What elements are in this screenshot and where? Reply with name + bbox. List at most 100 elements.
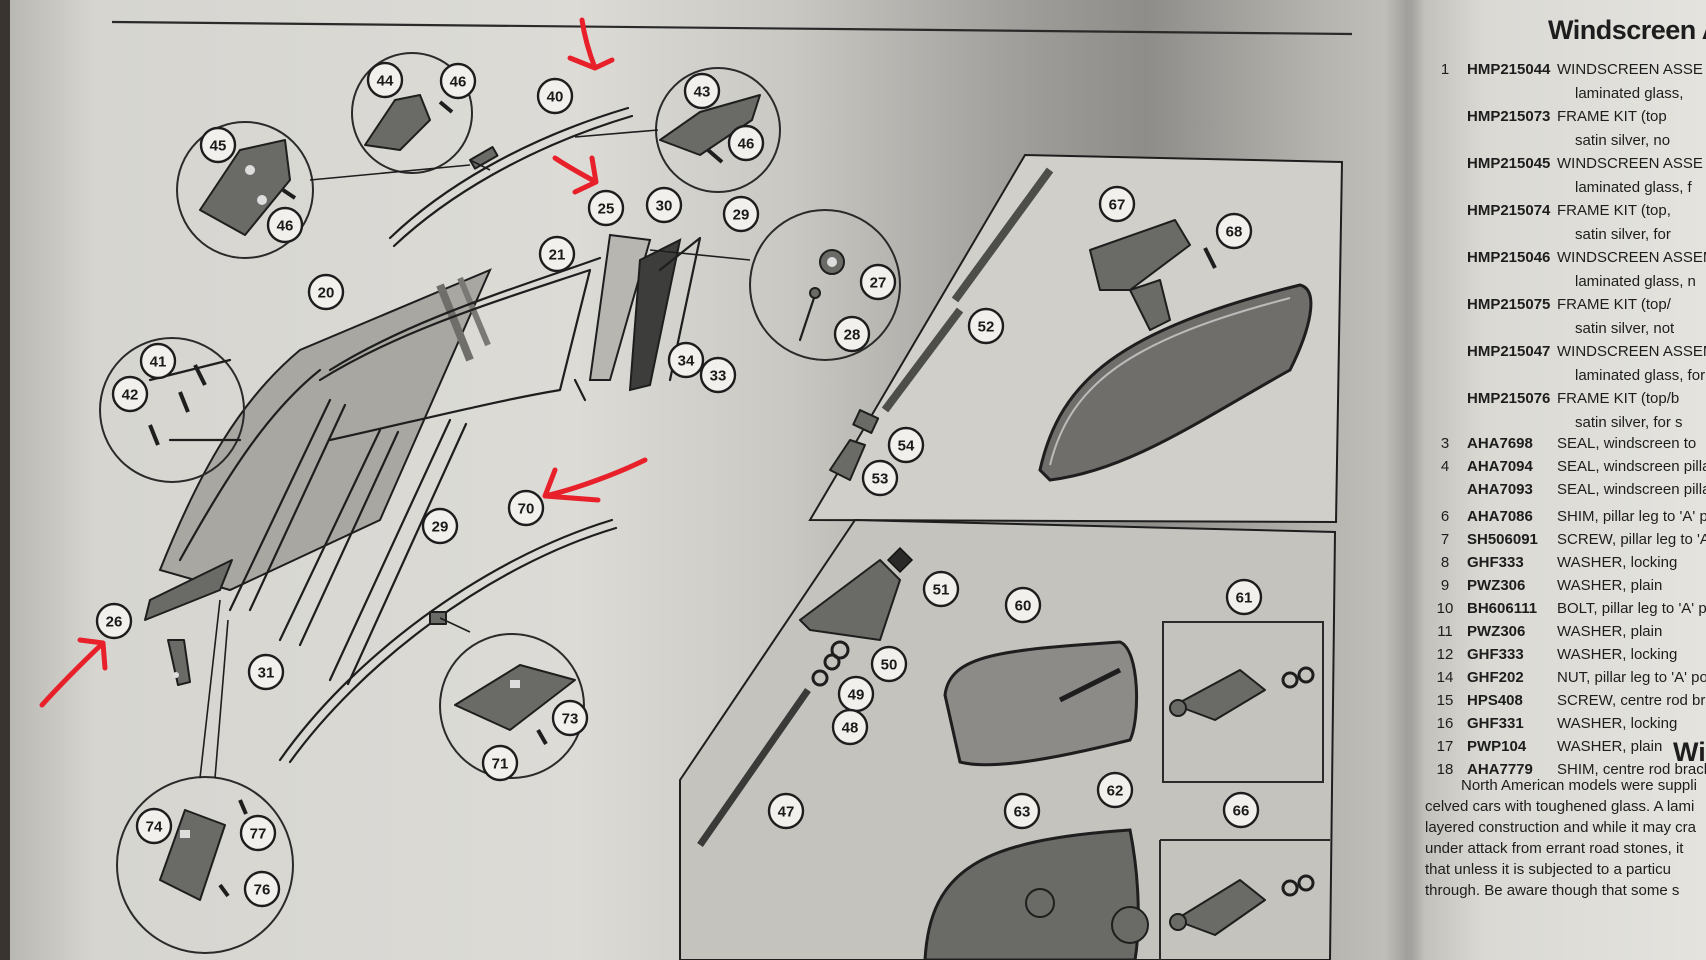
svg-text:40: 40	[547, 89, 564, 106]
part-description-continued: laminated glass, f	[1575, 179, 1692, 196]
part-description: WASHER, plain	[1557, 577, 1663, 594]
mirror-panel-upper	[808, 153, 1344, 524]
part-number: AHA7779	[1467, 761, 1533, 778]
svg-text:46: 46	[450, 74, 467, 91]
svg-text:42: 42	[122, 387, 139, 404]
callout-73: 73	[551, 699, 589, 737]
parts-ref: 17	[1436, 738, 1454, 755]
part-number: HMP215073	[1467, 108, 1551, 125]
lower-rail	[278, 518, 618, 764]
parts-ref: 10	[1436, 600, 1454, 617]
parts-ref: 6	[1440, 508, 1450, 525]
callout-46: 46	[439, 62, 477, 100]
book-gutter	[1385, 0, 1425, 960]
svg-text:62: 62	[1107, 783, 1124, 800]
part-description: FRAME KIT (top/b	[1557, 390, 1680, 407]
parts-ref: 12	[1436, 646, 1454, 663]
svg-text:71: 71	[492, 756, 509, 773]
windscreen-frame	[144, 256, 602, 686]
callout-42: 42	[111, 375, 149, 413]
red-annotation-arrows	[39, 17, 648, 708]
paragraph-line: layered construction and while it may cr…	[1425, 819, 1696, 836]
part-description: SCREW, pillar leg to 'A'	[1557, 531, 1706, 548]
header-rule	[111, 20, 1353, 36]
parts-ref: 18	[1436, 761, 1454, 778]
svg-text:46: 46	[738, 136, 755, 153]
part-description: WASHER, plain	[1557, 623, 1663, 640]
paragraph-line: celved cars with toughened glass. A lami	[1425, 798, 1695, 815]
detail-circle-44-46	[351, 52, 491, 174]
svg-text:30: 30	[656, 198, 673, 215]
part-number: AHA7086	[1467, 508, 1533, 525]
svg-text:63: 63	[1014, 804, 1031, 821]
parts-ref: 8	[1440, 554, 1450, 571]
parts-ref: 15	[1436, 692, 1454, 709]
svg-text:21: 21	[549, 247, 566, 264]
svg-text:52: 52	[978, 319, 995, 336]
callout-46: 46	[727, 124, 765, 162]
part-description: NUT, pillar leg to 'A' post	[1557, 669, 1706, 686]
detail-circle-45-46	[176, 121, 471, 259]
part-number: HMP215076	[1467, 390, 1551, 407]
callout-68: 68	[1215, 212, 1253, 250]
part-description: WASHER, locking	[1557, 715, 1678, 732]
part-description: WINDSCREEN ASSEM	[1557, 249, 1706, 266]
exploded-parts-diagram: 4044464546434625302921202728414234337029…	[39, 17, 1353, 960]
part-number: HMP215075	[1467, 296, 1551, 313]
part-number: AHA7093	[1467, 481, 1533, 498]
part-description: SEAL, windscreen pilla	[1557, 458, 1706, 475]
part-description: WINDSCREEN ASSEM	[1557, 343, 1706, 360]
windscreen-glass	[158, 268, 492, 592]
callout-67: 67	[1098, 185, 1136, 223]
red-arrow-top	[567, 17, 615, 71]
svg-text:25: 25	[598, 201, 615, 218]
callout-33: 33	[699, 356, 737, 394]
callout-49: 49	[837, 675, 875, 713]
svg-text:45: 45	[210, 138, 227, 155]
part-description: FRAME KIT (top,	[1557, 202, 1671, 219]
part-description: SEAL, windscreen pilla	[1557, 481, 1706, 498]
callout-29: 29	[421, 507, 459, 545]
parts-ref: 9	[1440, 577, 1450, 594]
part-description: WINDSCREEN ASSE	[1557, 61, 1703, 78]
callout-50: 50	[870, 645, 908, 683]
sub-heading: Win	[1673, 737, 1706, 767]
callout-74: 74	[135, 807, 173, 845]
part-description-continued: satin silver, for	[1575, 226, 1671, 243]
callout-28: 28	[833, 315, 871, 353]
callout-76: 76	[243, 870, 281, 908]
svg-text:67: 67	[1109, 197, 1126, 214]
svg-text:51: 51	[933, 582, 950, 599]
part-description: FRAME KIT (top/	[1557, 296, 1671, 313]
callout-44: 44	[366, 61, 404, 99]
callout-63: 63	[1003, 792, 1041, 830]
svg-text:66: 66	[1233, 803, 1250, 820]
part-number: GHF333	[1467, 554, 1524, 571]
callout-77: 77	[239, 814, 277, 852]
part-number: HMP215047	[1467, 343, 1551, 360]
parts-ref: 11	[1437, 623, 1453, 640]
callout-40: 40	[536, 77, 574, 115]
svg-text:60: 60	[1015, 598, 1032, 615]
part-description-continued: satin silver, not	[1575, 320, 1675, 337]
part-number: HMP215074	[1467, 202, 1551, 219]
section-title: Windscreen As	[1548, 15, 1706, 45]
svg-text:77: 77	[250, 826, 267, 843]
detail-circle-27-28	[649, 209, 901, 361]
svg-text:29: 29	[733, 207, 750, 224]
part-description: WASHER, locking	[1557, 554, 1678, 571]
callout-27: 27	[859, 263, 897, 301]
svg-text:61: 61	[1236, 590, 1253, 607]
part-description: BOLT, pillar leg to 'A' pos	[1557, 600, 1706, 617]
part-number: AHA7698	[1467, 435, 1533, 452]
part-description: WASHER, plain	[1557, 738, 1663, 755]
callout-21: 21	[538, 235, 576, 273]
parts-ref: 4	[1440, 458, 1450, 475]
svg-text:43: 43	[694, 84, 711, 101]
svg-text:68: 68	[1226, 224, 1243, 241]
right-page	[1410, 0, 1706, 960]
part-number: GHF202	[1467, 669, 1524, 686]
svg-text:50: 50	[881, 657, 898, 674]
